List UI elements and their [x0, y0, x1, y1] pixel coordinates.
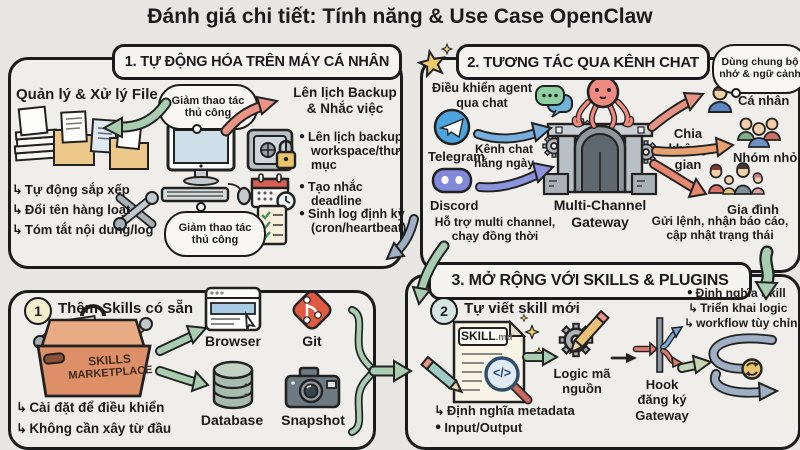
personal-label: Cá nhân — [738, 93, 790, 108]
channel-note: Kênh chat hằng ngày — [473, 142, 534, 171]
computer-icon — [160, 122, 252, 206]
skill-md-document-icon — [420, 314, 544, 405]
share-note: Chia không gian — [668, 126, 708, 172]
hook-label: Hook đăng ký Gateway — [635, 377, 689, 423]
return-arrow-icon — [12, 223, 25, 238]
discord-label: Discord — [430, 198, 479, 213]
section1-header: 1. TỰ ĐỘNG HÓA TRÊN MÁY CÁ NHÂN — [112, 44, 402, 80]
skill-doc-title: SKILL.md — [461, 329, 513, 343]
git-icon — [292, 290, 332, 330]
family-label: Gia đình — [727, 202, 779, 217]
bullet-item: Tạo nhắc deadline — [298, 179, 411, 208]
thought-bubble-top: Giảm thao tác thủ công — [158, 84, 258, 130]
bullet-item: Tóm tắt nội dung/log — [12, 222, 153, 239]
multi-channel-note: Hỗ trợ multi channel, chạy đồng thời — [434, 215, 556, 244]
memory-thought-bubble: Dùng chung bộ nhớ & ngữ cảnh — [712, 44, 800, 94]
wrench-tools-icon — [113, 191, 159, 231]
section3-header: 3. MỞ RỘNG VỚI SKILLS & PLUGINS — [428, 262, 752, 300]
multichannel-gateway-icon — [542, 118, 658, 196]
thought-bubble-bottom: Giảm thao tác thủ công — [164, 211, 266, 257]
write-skill-subtitle: Tự viết skill mới — [464, 300, 580, 317]
backup-block-title: Lên lịch Backup & Nhắc việc — [293, 85, 397, 116]
group-label: Nhóm nhỏ — [733, 150, 798, 165]
code-glyph: </> — [492, 366, 512, 380]
dot-bullet-icon — [298, 206, 308, 221]
bullet-item: Không cần xây từ đầu — [16, 421, 171, 437]
star-icon — [416, 43, 453, 79]
dot-bullet-icon — [686, 286, 696, 300]
agent-note: Điều khiển agent qua chat — [431, 81, 533, 110]
dot-bullet-icon — [298, 179, 308, 194]
step1-badge: 1 — [24, 297, 52, 325]
file-block-title: Quản lý & Xử lý File — [16, 86, 158, 103]
return-arrow-icon — [12, 183, 25, 198]
bullet-item: Lên lịch backup workspace/thư mục — [298, 129, 411, 172]
bullet-item: Định nghĩa Skill — [686, 286, 786, 300]
bullet-item: Triển khai logic — [688, 301, 787, 315]
browser-icon — [204, 286, 262, 332]
dot-bullet-icon — [298, 129, 308, 144]
bullet-item: Tự động sắp xếp — [12, 182, 130, 199]
section2-header: 2. TƯƠNG TÁC QUA KÊNH CHAT — [456, 44, 710, 80]
snapshot-label: Snapshot — [281, 412, 345, 428]
browser-label: Browser — [204, 333, 262, 349]
bullet-item: Cài đặt để điều khiển — [16, 400, 164, 416]
return-arrow-icon — [16, 400, 29, 416]
bubble-dot — [196, 202, 206, 212]
octopus-icon — [571, 75, 635, 129]
return-arrow-icon — [434, 404, 447, 419]
bullet-item: workflow tùy chỉnh — [684, 316, 800, 330]
bubble-dot — [731, 88, 741, 98]
telegram-icon — [433, 108, 471, 146]
page-title: Đánh giá chi tiết: Tính năng & Use Case … — [147, 5, 653, 28]
step2-badge: 2 — [430, 297, 458, 325]
dot-bullet-icon — [434, 421, 444, 436]
telegram-label: Telegram — [428, 149, 485, 164]
return-arrow-icon — [688, 301, 700, 315]
safe-icon — [246, 128, 297, 172]
database-label: Database — [200, 412, 264, 428]
files-folders-icon — [13, 105, 149, 170]
send-command-note: Gửi lệnh, nhận báo cáo, cập nhật trạng t… — [651, 214, 789, 243]
logic-label: Logic mã nguồn — [553, 366, 611, 397]
bullet-item: Định nghĩa metadata — [434, 403, 575, 420]
bubble-dot — [192, 124, 202, 134]
bullet-item: Đổi tên hàng loạt — [12, 202, 130, 219]
camera-icon — [284, 366, 341, 409]
return-arrow-icon — [12, 203, 25, 218]
source-logic-icon — [558, 309, 610, 358]
skills-marketplace-toolbox-icon — [33, 304, 153, 398]
database-icon — [212, 360, 254, 410]
gateway-hook-icon — [632, 317, 684, 373]
chat-bubbles-icon — [535, 85, 573, 118]
ready-skills-title: Thêm Skills có sẵn — [58, 300, 194, 317]
discord-icon — [431, 167, 473, 194]
small-group-icon — [737, 117, 781, 148]
return-arrow-icon — [684, 316, 696, 330]
family-icon — [708, 162, 765, 195]
bullet-item: Input/Output — [434, 420, 522, 437]
git-label: Git — [302, 333, 322, 349]
return-arrow-icon — [16, 421, 29, 437]
bullet-item: Sinh log định kỳ (cron/heartbeat) — [298, 206, 411, 235]
gateway-label: Multi-Channel Gateway — [553, 197, 647, 230]
